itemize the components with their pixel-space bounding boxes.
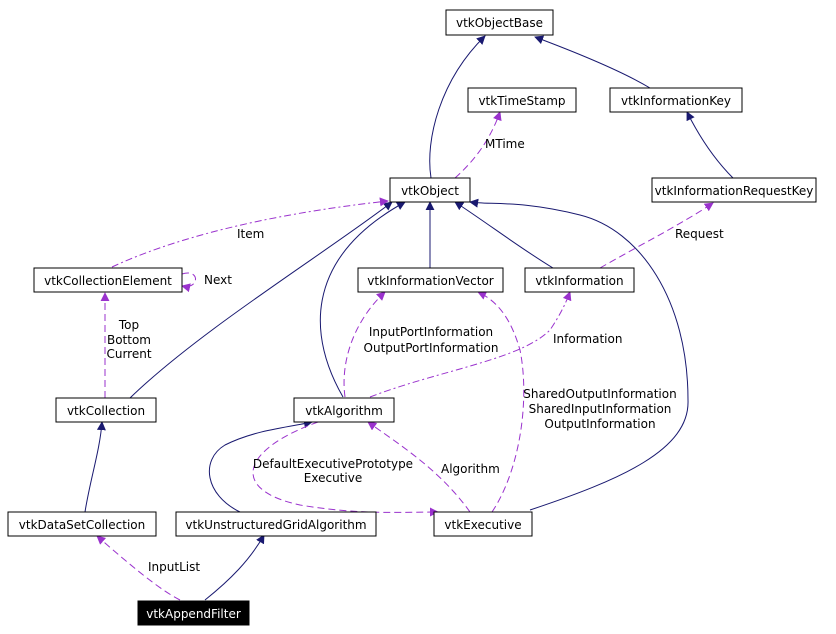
svg-text:vtkObject: vtkObject <box>401 184 459 198</box>
edge-inputlist <box>96 535 181 601</box>
svg-text:vtkUnstructuredGridAlgorithm: vtkUnstructuredGridAlgorithm <box>185 518 366 532</box>
edge-mtime <box>454 111 502 179</box>
edge-appendfilter-to-ugalgorithm <box>204 534 265 601</box>
svg-text:vtkCollectionElement: vtkCollectionElement <box>44 274 172 288</box>
node-vtkinformationrequestkey[interactable]: vtkInformationRequestKey <box>651 177 817 203</box>
node-vtkunstructuredgridalgorithm[interactable]: vtkUnstructuredGridAlgorithm <box>175 511 377 537</box>
svg-text:vtkInformation: vtkInformation <box>535 274 623 288</box>
label-input-port-information: InputPortInformation <box>369 325 493 339</box>
svg-text:vtkExecutive: vtkExecutive <box>444 518 521 532</box>
node-vtkcollection[interactable]: vtkCollection <box>55 397 157 423</box>
edge-executive-to-object <box>469 198 689 511</box>
node-vtkinformationkey[interactable]: vtkInformationKey <box>609 87 743 113</box>
svg-text:vtkTimeStamp: vtkTimeStamp <box>478 94 565 108</box>
edge-executive-prototype <box>252 421 439 517</box>
node-vtkinformation[interactable]: vtkInformation <box>524 267 635 293</box>
edge-item <box>111 197 389 268</box>
label-mtime: MTime <box>485 137 525 151</box>
edge-algorithm <box>367 421 471 513</box>
label-shared-input-information: SharedInputInformation <box>529 402 672 416</box>
label-default-executive-prototype: DefaultExecutivePrototype <box>253 457 413 471</box>
svg-text:vtkAlgorithm: vtkAlgorithm <box>305 404 383 418</box>
node-vtktimestamp[interactable]: vtkTimeStamp <box>467 87 577 113</box>
edge-object-to-objectbase <box>429 35 486 179</box>
edge-algorithm-to-object <box>319 201 406 398</box>
label-request: Request <box>675 227 724 241</box>
label-current: Current <box>106 347 151 361</box>
node-vtkcollectionelement[interactable]: vtkCollectionElement <box>33 267 183 293</box>
label-bottom: Bottom <box>107 333 151 347</box>
edge-labels: MTime Item Next Request Top Bottom Curre… <box>106 137 724 574</box>
node-vtkappendfilter[interactable]: vtkAppendFilter <box>137 600 250 626</box>
label-executive: Executive <box>304 471 362 485</box>
edge-request <box>599 202 714 269</box>
edge-informationkey-to-objectbase <box>534 35 651 89</box>
edges <box>84 35 734 601</box>
edge-datasetcollection-to-collection <box>84 421 106 513</box>
edge-port-information <box>343 291 386 398</box>
label-output-information: OutputInformation <box>544 417 655 431</box>
svg-text:vtkInformationKey: vtkInformationKey <box>621 94 731 108</box>
svg-text:vtkObjectBase: vtkObjectBase <box>456 16 543 30</box>
node-vtkdatasetcollection[interactable]: vtkDataSetCollection <box>7 511 157 537</box>
svg-text:vtkCollection: vtkCollection <box>67 404 145 418</box>
edge-ugalgorithm-to-algorithm <box>209 419 313 513</box>
edge-information-to-object <box>454 201 554 269</box>
node-vtkalgorithm[interactable]: vtkAlgorithm <box>293 397 395 423</box>
svg-text:vtkInformationRequestKey: vtkInformationRequestKey <box>655 184 814 198</box>
svg-text:vtkDataSetCollection: vtkDataSetCollection <box>19 518 145 532</box>
node-vtkobjectbase[interactable]: vtkObjectBase <box>445 9 554 36</box>
edge-collection-to-object <box>129 201 393 399</box>
edge-next <box>181 272 196 293</box>
label-item: Item <box>237 227 264 241</box>
label-next: Next <box>204 273 232 287</box>
svg-text:vtkInformationVector: vtkInformationVector <box>367 274 494 288</box>
svg-text:vtkAppendFilter: vtkAppendFilter <box>146 607 241 621</box>
label-information: Information <box>553 332 622 346</box>
label-algorithm: Algorithm <box>441 462 500 476</box>
node-vtkexecutive[interactable]: vtkExecutive <box>433 511 533 537</box>
edge-requestkey-to-informationkey <box>686 111 734 179</box>
nodes: vtkObjectBase vtkTimeStamp vtkInformatio… <box>7 9 817 626</box>
label-output-port-information: OutputPortInformation <box>364 341 499 355</box>
label-shared-output-information: SharedOutputInformation <box>523 387 676 401</box>
edge-information <box>369 291 572 398</box>
label-inputlist: InputList <box>148 560 200 574</box>
label-top: Top <box>118 318 139 332</box>
node-vtkobject[interactable]: vtkObject <box>389 177 471 203</box>
node-vtkinformationvector[interactable]: vtkInformationVector <box>357 267 504 293</box>
